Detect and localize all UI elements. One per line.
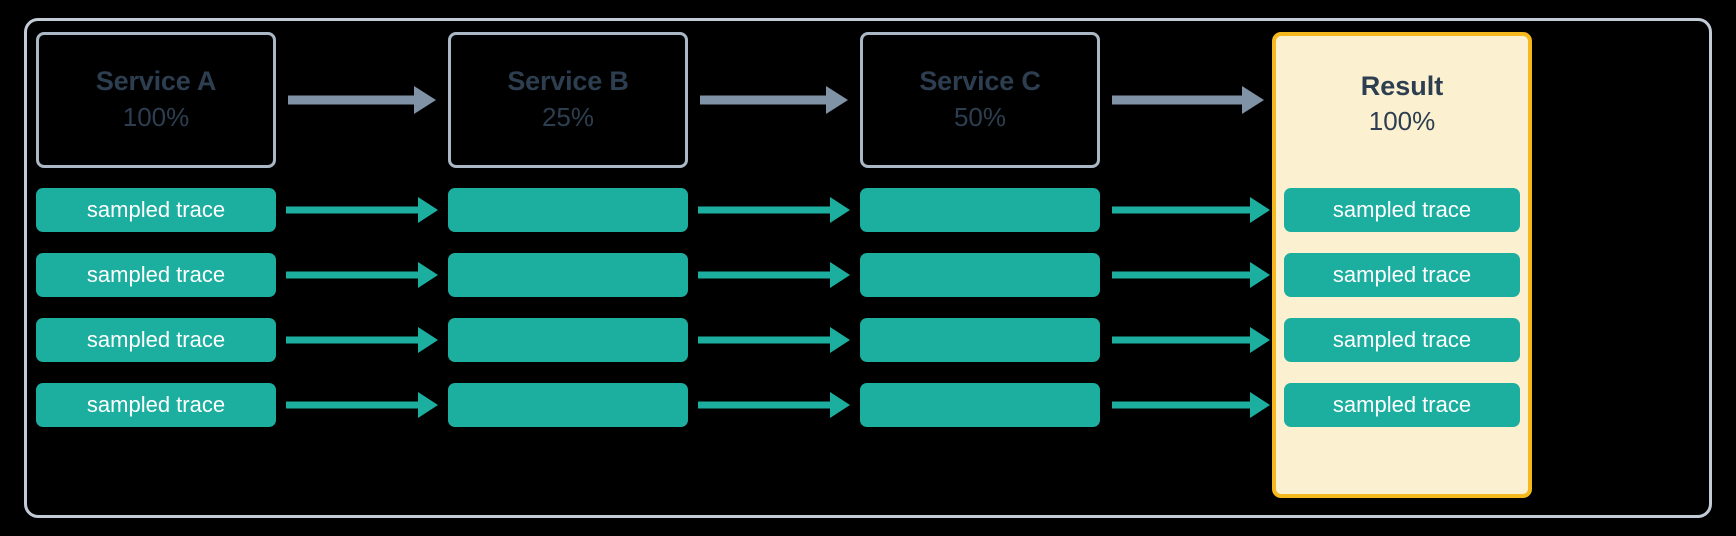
trace-bar-label: sampled trace <box>1332 262 1472 287</box>
arrow-shaft <box>700 95 826 105</box>
arrow-shaft <box>1112 336 1250 344</box>
arrow-shaft <box>698 271 830 279</box>
arrow-head-icon <box>826 86 848 114</box>
trace-bar[interactable]: sampled trace <box>1284 188 1520 232</box>
flow-arrow-c-to-result <box>1112 86 1264 114</box>
trace-bar[interactable]: sampled trace <box>36 188 276 232</box>
trace-bar-label: sampled trace <box>86 197 226 222</box>
service-box-service-a[interactable]: Service A 100% <box>36 32 276 168</box>
trace-bar[interactable] <box>448 253 688 297</box>
service-percent: 25% <box>541 101 595 132</box>
arrow-shaft <box>698 206 830 214</box>
service-title: Service B <box>507 65 629 96</box>
arrow-shaft <box>1112 206 1250 214</box>
trace-bar-label: sampled trace <box>86 392 226 417</box>
arrow-shaft <box>286 271 418 279</box>
trace-bar[interactable]: sampled trace <box>1284 253 1520 297</box>
arrow-head-icon <box>418 197 438 223</box>
arrow-head-icon <box>1242 86 1264 114</box>
trace-bar[interactable] <box>860 188 1100 232</box>
trace-bar[interactable] <box>860 383 1100 427</box>
diagram-outer-frame <box>24 18 1712 518</box>
arrow-shaft <box>286 401 418 409</box>
service-title: Result <box>1360 70 1444 101</box>
service-percent: 100% <box>1368 105 1436 136</box>
trace-bar[interactable] <box>860 318 1100 362</box>
trace-arrow <box>286 326 438 354</box>
trace-arrow <box>1112 196 1270 224</box>
arrow-shaft <box>286 336 418 344</box>
trace-bar-label: sampled trace <box>86 262 226 287</box>
arrow-head-icon <box>418 262 438 288</box>
trace-arrow <box>286 391 438 419</box>
trace-bar[interactable] <box>448 383 688 427</box>
trace-bar-label: sampled trace <box>1332 197 1472 222</box>
arrow-shaft <box>698 336 830 344</box>
flow-arrow-a-to-b <box>288 86 436 114</box>
flow-arrow-b-to-c <box>700 86 848 114</box>
arrow-shaft <box>1112 401 1250 409</box>
trace-arrow <box>698 326 850 354</box>
trace-bar[interactable]: sampled trace <box>1284 318 1520 362</box>
arrow-shaft <box>288 95 414 105</box>
trace-bar[interactable]: sampled trace <box>36 383 276 427</box>
trace-bar[interactable] <box>860 253 1100 297</box>
arrow-head-icon <box>1250 392 1270 418</box>
arrow-head-icon <box>830 327 850 353</box>
result-header: Result 100% <box>1276 36 1528 171</box>
trace-bar-label: sampled trace <box>1332 327 1472 352</box>
arrow-head-icon <box>830 262 850 288</box>
service-percent: 100% <box>122 101 190 132</box>
arrow-head-icon <box>418 327 438 353</box>
trace-arrow <box>286 261 438 289</box>
service-title: Service C <box>919 65 1041 96</box>
trace-arrow <box>286 196 438 224</box>
arrow-head-icon <box>1250 197 1270 223</box>
trace-bar[interactable] <box>448 318 688 362</box>
trace-arrow <box>1112 326 1270 354</box>
arrow-shaft <box>286 206 418 214</box>
trace-arrow <box>698 261 850 289</box>
trace-arrow <box>1112 261 1270 289</box>
service-percent: 50% <box>953 101 1007 132</box>
arrow-head-icon <box>1250 327 1270 353</box>
trace-arrow <box>698 196 850 224</box>
trace-bar[interactable] <box>448 188 688 232</box>
trace-bar[interactable]: sampled trace <box>1284 383 1520 427</box>
trace-bar[interactable]: sampled trace <box>36 253 276 297</box>
service-title: Service A <box>95 65 217 96</box>
service-box-service-c[interactable]: Service C 50% <box>860 32 1100 168</box>
trace-bar-label: sampled trace <box>86 327 226 352</box>
arrow-shaft <box>1112 95 1242 105</box>
trace-arrow <box>1112 391 1270 419</box>
trace-bar[interactable]: sampled trace <box>36 318 276 362</box>
arrow-head-icon <box>414 86 436 114</box>
arrow-head-icon <box>418 392 438 418</box>
arrow-head-icon <box>830 197 850 223</box>
trace-bar-label: sampled trace <box>1332 392 1472 417</box>
trace-arrow <box>698 391 850 419</box>
arrow-head-icon <box>1250 262 1270 288</box>
arrow-shaft <box>1112 271 1250 279</box>
arrow-head-icon <box>830 392 850 418</box>
service-box-service-b[interactable]: Service B 25% <box>448 32 688 168</box>
arrow-shaft <box>698 401 830 409</box>
